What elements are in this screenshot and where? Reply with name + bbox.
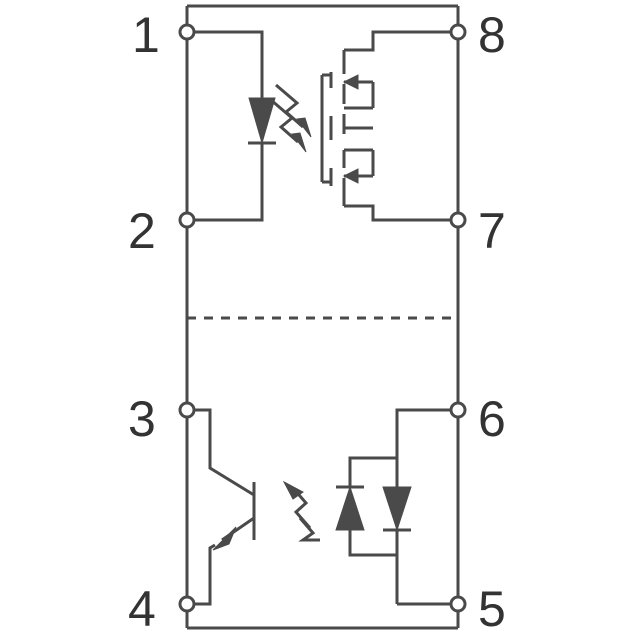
- terminals: [178, 23, 467, 613]
- terminal-5: [449, 595, 467, 613]
- terminal-6: [449, 401, 467, 419]
- pin-3-label: 3: [128, 391, 156, 447]
- pin-1-label: 1: [132, 7, 160, 63]
- upper-led-icon: [187, 30, 276, 222]
- terminal-7: [449, 211, 467, 229]
- lower-light-arrows-icon: [282, 480, 320, 542]
- pin-6-label: 6: [478, 391, 506, 447]
- terminal-1: [178, 23, 196, 41]
- lower-led-pair-icon: [335, 408, 458, 606]
- terminal-8: [449, 23, 467, 41]
- pin-7-label: 7: [478, 203, 506, 259]
- pin-2-label: 2: [128, 203, 156, 259]
- lower-phototransistor-icon: [187, 408, 256, 606]
- terminal-3: [178, 401, 196, 419]
- terminal-2: [178, 211, 196, 229]
- upper-light-arrows-icon: [270, 83, 312, 153]
- terminal-4: [178, 595, 196, 613]
- pin-4-label: 4: [128, 581, 156, 637]
- pin-5-label: 5: [478, 581, 506, 637]
- upper-mosfet-icon: [320, 30, 458, 222]
- pin-8-label: 8: [478, 7, 506, 63]
